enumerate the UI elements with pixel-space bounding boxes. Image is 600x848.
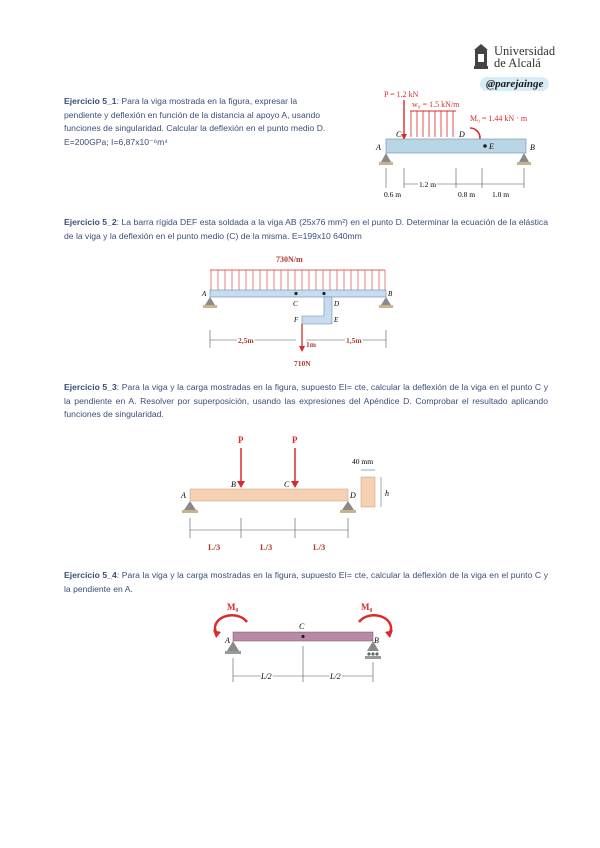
exercise-5-1-text: : Para la viga mostrada en la figura, ex… — [64, 96, 326, 147]
fig2-C-label: C — [293, 300, 298, 308]
fig1-dim-10: 1.0 m — [492, 190, 509, 199]
fig3-beam — [189, 488, 349, 502]
fig1-beam — [385, 138, 527, 154]
author-handle: @parejainge — [480, 77, 550, 91]
fig3-width-label: 40 mm — [352, 457, 373, 466]
exercise-5-4-statement: Ejercicio 5_4: Para la viga y la carga m… — [64, 569, 548, 596]
fig1-M0-label: M₀ = 1.44 kN · m — [470, 114, 528, 123]
fig4-dim-1: L/2 — [260, 672, 272, 681]
exercise-5-1-statement: Ejercicio 5_1: Para la viga mostrada en … — [64, 95, 332, 149]
fig1-dim-08: 0.8 m — [458, 190, 475, 199]
fig1-dim-06: 0.6 m — [384, 190, 401, 199]
exercise-5-1-label: Ejercicio 5_1 — [64, 96, 117, 106]
exercise-5-4-label: Ejercicio 5_4 — [64, 570, 117, 580]
fig3-C-label: C — [284, 480, 290, 489]
fig4-B-label: B — [374, 636, 379, 645]
fig1-w0-label: w₀ = 1.5 kN/m — [412, 100, 460, 109]
fig1-E-label: E — [488, 142, 494, 151]
exercise-5-2-label: Ejercicio 5_2 — [64, 217, 117, 227]
fig3-P2-label: P — [292, 435, 298, 445]
fig1-B-label: B — [530, 143, 535, 152]
fig2-A-label: A — [201, 290, 207, 298]
fig2-dim-1: 1m — [306, 340, 317, 349]
fig3-dim-1: L/3 — [208, 542, 220, 552]
fig1-D-label: D — [458, 130, 465, 139]
fig3-A-label: A — [180, 491, 186, 500]
exercise-5-3-figure: P P B C A D 40 mm h L/3 L/3 L/3 — [180, 435, 389, 552]
fig4-dim-2: L/2 — [329, 672, 341, 681]
university-name-line1: Universidad — [494, 44, 556, 58]
fig3-h-label: h — [385, 489, 389, 498]
exercise-5-3-label: Ejercicio 5_3 — [64, 382, 117, 392]
fig2-dim-15: 1,5m — [346, 336, 362, 345]
fig2-B-label: B — [388, 290, 393, 298]
fig2-beam — [209, 289, 387, 298]
fig4-C-label: C — [299, 622, 305, 631]
fig2-F-label: F — [293, 316, 299, 324]
exercise-5-2-figure: 730N/m A B C D E F 710N 2,5m 1m 1,5m — [201, 255, 393, 368]
exercise-5-3-statement: Ejercicio 5_3: Para la viga y la carga m… — [64, 381, 548, 422]
exercise-5-2-statement: Ejercicio 5_2: La barra rígida DEF esta … — [64, 216, 548, 243]
fig1-P-label: P = 1.2 kN — [384, 90, 419, 99]
fig3-D-label: D — [349, 491, 356, 500]
fig1-A-label: A — [375, 143, 381, 152]
fig4-M1-label: M₀ — [227, 602, 238, 612]
exercise-5-4-figure: M₀ M₀ C A B L/2 L/2 — [213, 602, 393, 683]
fig3-P1-label: P — [238, 435, 244, 445]
fig2-E-label: E — [333, 316, 339, 324]
exercise-5-2-text: : La barra rígida DEF esta soldada a la … — [64, 217, 548, 241]
fig1-C-label: C — [396, 130, 402, 139]
fig2-load-label: 730N/m — [276, 255, 303, 264]
fig2-D-label: D — [333, 300, 339, 308]
exercise-5-4-text: : Para la viga y la carga mostradas en l… — [64, 570, 548, 594]
fig1-dim-12: 1.2 m — [419, 180, 436, 189]
fig2-force-label: 710N — [294, 359, 311, 368]
fig4-A-label: A — [224, 636, 230, 645]
university-name-line2: de Alcalá — [494, 56, 541, 70]
exercise-5-3-text: : Para la viga y la carga mostradas en l… — [64, 382, 548, 419]
university-logo: Universidad de Alcalá — [472, 44, 562, 74]
university-crest-icon — [474, 44, 488, 69]
fig4-M2-label: M₀ — [361, 602, 372, 612]
fig3-B-label: B — [231, 480, 236, 489]
exercise-5-1-figure: P = 1.2 kN w₀ = 1.5 kN/m M₀ = 1.44 kN · … — [375, 90, 535, 199]
fig2-dim-25: 2,5m — [238, 336, 254, 345]
fig3-dim-2: L/3 — [260, 542, 272, 552]
fig3-dim-3: L/3 — [313, 542, 325, 552]
